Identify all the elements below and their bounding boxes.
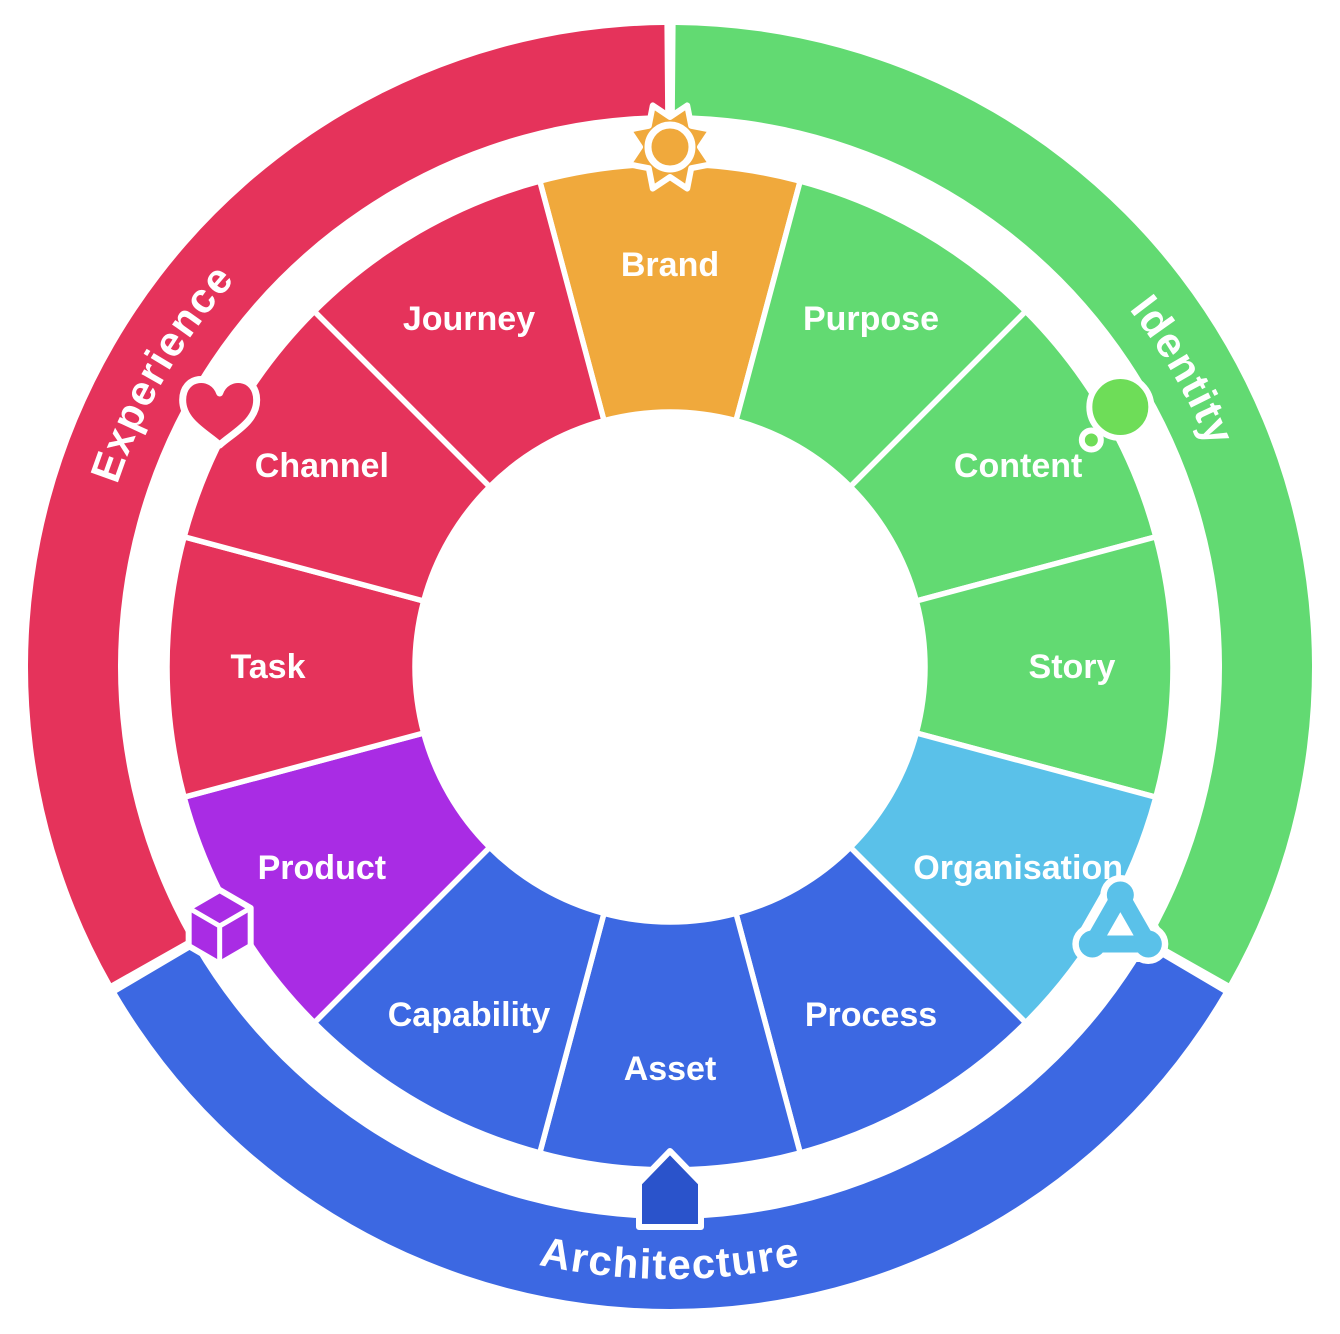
ring-experience — [28, 25, 666, 984]
segment-label-content: Content — [954, 447, 1082, 485]
dot-icon — [1078, 373, 1155, 453]
ring-architecture — [116, 947, 1224, 1309]
sun-icon — [625, 102, 715, 192]
triangle-network-icon — [1072, 875, 1169, 964]
heart-icon — [179, 375, 261, 449]
segment-label-product: Product — [258, 849, 386, 887]
segment-label-task: Task — [231, 648, 306, 686]
ring-identity — [674, 25, 1312, 984]
segment-label-story: Story — [1029, 648, 1116, 686]
house-icon — [636, 1148, 704, 1230]
segment-label-journey: Journey — [403, 300, 535, 338]
segment-label-brand: Brand — [621, 246, 719, 284]
segment-label-channel: Channel — [255, 447, 389, 485]
segment-label-organisation: Organisation — [913, 849, 1123, 887]
cube-icon — [185, 887, 254, 967]
segment-label-purpose: Purpose — [803, 300, 939, 338]
segment-journey — [310, 177, 608, 491]
segment-label-capability: Capability — [388, 996, 551, 1034]
segment-label-asset: Asset — [624, 1050, 717, 1088]
segment-label-process: Process — [805, 996, 937, 1034]
